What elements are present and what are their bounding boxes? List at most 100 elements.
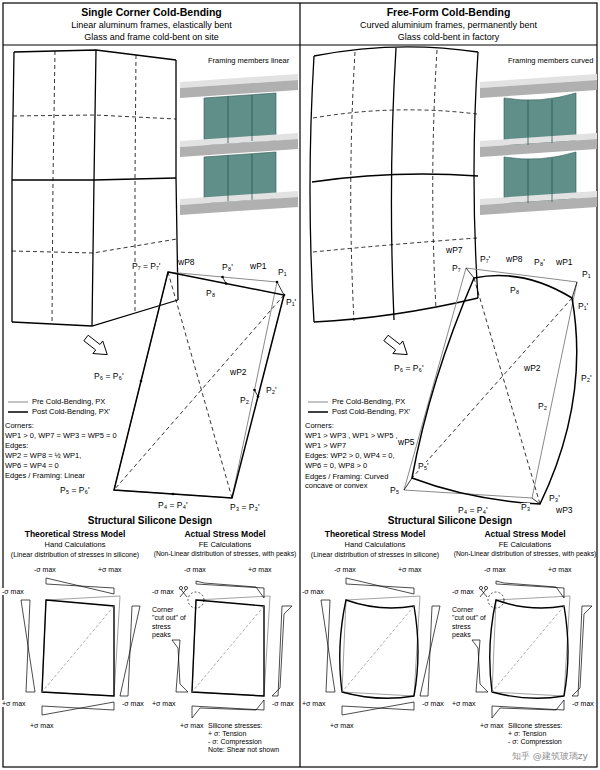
point-label: P₄ = P₄' [458, 506, 488, 515]
point-label: P₂' [266, 386, 277, 395]
stress-label: -σ max [34, 566, 56, 573]
point-label: P₁' [578, 302, 588, 311]
point-label: P₈ [510, 286, 519, 295]
small-note: + σ: Tension [208, 730, 246, 737]
small-note: - σ: Compression [508, 738, 562, 745]
small-note: (Non-Linear distribution of stresses, wi… [454, 551, 597, 558]
point-label: P₂ [538, 402, 547, 411]
stress-label: -σ max [334, 566, 356, 573]
method-text: FE Calculations [499, 541, 552, 549]
model-heading: Theoretical Stress Model [25, 530, 126, 539]
point-label: P₂' [581, 374, 592, 383]
small-note: Silicone stresses: [508, 722, 562, 729]
point-label: wP2 [524, 364, 541, 373]
point-label: wP8 [178, 258, 195, 267]
stress-label: -σ max [2, 588, 24, 595]
note-text: WP1 > WP3 , WP1 > WP5 , [305, 432, 398, 440]
point-label: P₈' [534, 258, 545, 267]
stress-label: -σ max [422, 700, 444, 707]
note-text: Edges: WP2 > 0, WP4 = 0, [305, 452, 395, 460]
small-note: (Non-Linear distribution of stresses, wi… [154, 551, 297, 558]
point-label: wP3 [556, 506, 573, 515]
note-text: Edges / Framing: Linear [5, 472, 85, 480]
point-label: wP1 [556, 258, 573, 267]
point-label: P₆ = P₆' [94, 372, 124, 381]
note-text: Framing members curved [508, 57, 593, 65]
model-heading: Actual Stress Model [184, 530, 265, 539]
note-text: WP1 > WP7 [305, 442, 346, 450]
callout-note: Corner "cut out" of stress peaks [152, 606, 186, 640]
point-label: P₈' [222, 263, 233, 272]
section-heading: Structural Silicone Design [388, 516, 512, 526]
header-panel: Single Corner Cold-BendingLinear aluminu… [3, 3, 300, 45]
stress-label: -σ max [302, 588, 324, 595]
small-note: (Linear distribution of stresses in sili… [11, 551, 139, 558]
stress-label: +σ max [30, 722, 54, 729]
section-heading: Structural Silicone Design [88, 516, 212, 526]
small-note: Note: Shear not shown [208, 746, 279, 753]
stress-label: +σ max [302, 700, 326, 707]
legend-text: Pre Cold-Bending, PX [32, 398, 105, 406]
note-text: WP6 = 0, WP8 > 0 [305, 462, 367, 470]
note-text: Corners: [305, 422, 334, 430]
panel-subtitle: Curved aluminium frames, permanently ben… [300, 19, 597, 31]
legend-text: Pre Cold-Bending, PX [332, 398, 405, 406]
point-label: P₈ [206, 289, 215, 298]
point-label: P₅ = P₆' [60, 486, 90, 495]
panel-title: Free-Form Cold-Bending [300, 6, 597, 19]
stress-label: +σ max [452, 700, 476, 707]
point-label: P₄ = P₄' [158, 501, 188, 510]
panel-subtitle: Glass cold-bent in factory [300, 31, 597, 43]
small-note: + σ: Tension [508, 730, 546, 737]
note-text: Edges / Framing: Curved concave or conve… [305, 472, 400, 491]
callout-note: Corner "cut out" of stress peaks [452, 606, 486, 640]
point-label: P₃ [521, 503, 530, 512]
point-label: P₃' [549, 494, 560, 503]
point-label: P₂ [240, 396, 249, 405]
point-label: P₃ = P₃' [230, 503, 260, 512]
note-text: WP1 > 0, WP7 = WP3 = WP5 = 0 [5, 432, 117, 440]
panel-subtitle: Glass and frame cold-bent on site [3, 31, 300, 43]
model-heading: Actual Stress Model [484, 530, 565, 539]
point-label: wP1 [250, 262, 267, 271]
stress-label: -σ max [184, 566, 206, 573]
stress-label: -σ max [272, 700, 294, 707]
method-text: FE Calculations [199, 541, 252, 549]
point-label: P₅ [390, 486, 399, 495]
note-text: Corners: [5, 422, 34, 430]
stress-label: +σ max [152, 700, 176, 707]
note-text: Edges: [5, 442, 28, 450]
watermark: 知乎 @建筑玻璃zy [512, 752, 588, 761]
method-text: Hand Calculations [45, 541, 106, 549]
stress-label: +σ max [398, 566, 422, 573]
stress-label: -σ max [572, 700, 594, 707]
point-label: wP2 [230, 368, 247, 377]
stress-label: +σ max [480, 722, 504, 729]
model-heading: Theoretical Stress Model [325, 530, 426, 539]
legend-text: Post Cold-Bending, PX' [332, 408, 410, 416]
point-label: P₁ [582, 270, 591, 279]
stress-label: +σ max [180, 722, 204, 729]
method-text: Hand Calculations [345, 541, 406, 549]
point-label: P₁' [286, 298, 296, 307]
point-label: P₆ = P₆' [394, 364, 424, 373]
stress-label: +σ max [330, 722, 354, 729]
stress-label: -σ max [152, 588, 174, 595]
point-label: wP5 [398, 438, 415, 447]
point-label: P₇ [452, 264, 461, 273]
point-label: wP8 [506, 255, 523, 264]
panel-subtitle: Linear aluminum frames, elastically bent [3, 19, 300, 31]
header-panel: Free-Form Cold-BendingCurved aluminium f… [300, 3, 597, 45]
stress-label: +σ max [2, 700, 26, 707]
small-note: - σ: Compression [208, 738, 262, 745]
stress-label: +σ max [548, 566, 572, 573]
point-label: P₁ [278, 268, 287, 277]
point-label: P₅' [418, 462, 429, 471]
point-label: wP7 [446, 246, 463, 255]
small-note: (Linear distribution of stresses in sili… [311, 551, 439, 558]
point-label: P₇' [480, 255, 490, 264]
note-text: WP6 = WP4 = 0 [5, 462, 59, 470]
